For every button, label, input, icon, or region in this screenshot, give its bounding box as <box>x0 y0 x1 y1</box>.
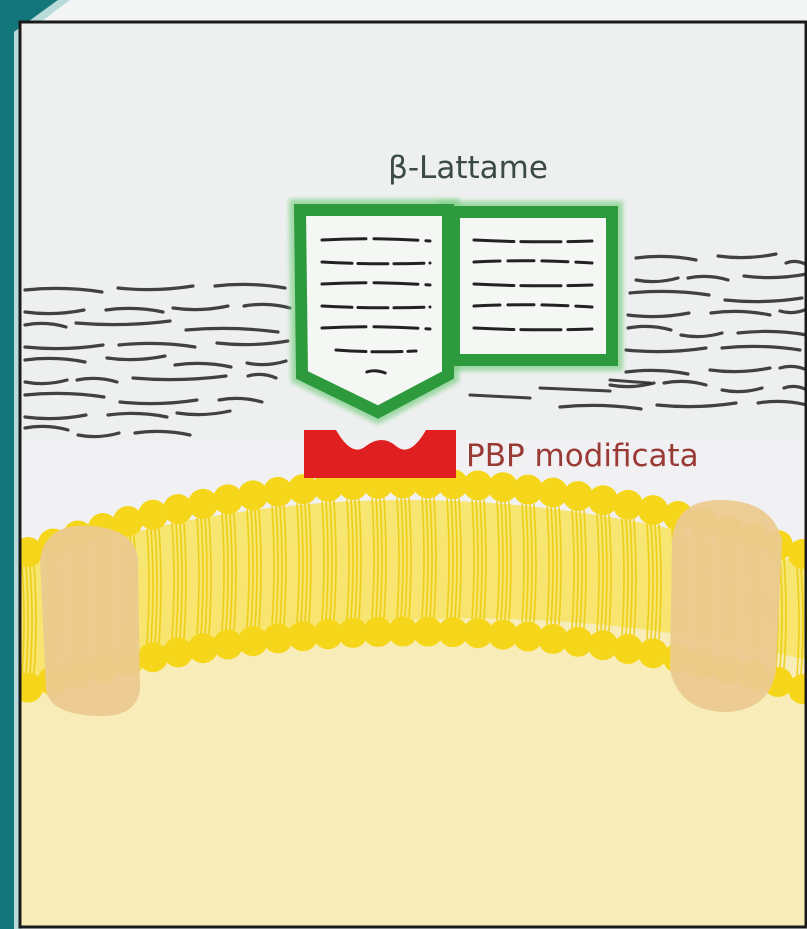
lipid-head <box>188 489 218 519</box>
lipid-head <box>163 494 193 524</box>
pbp-label: PBP modificata <box>466 438 699 474</box>
lipid-head <box>613 490 643 520</box>
lipid-head <box>613 634 643 664</box>
beta-lactam-label: β-Lattame <box>388 150 548 186</box>
lipid-head <box>563 481 593 511</box>
ring-hatch-line <box>474 284 592 286</box>
membrane-protein-right <box>670 500 782 712</box>
lipid-head <box>163 637 193 667</box>
lipid-head <box>638 638 668 668</box>
ring-hatch-line <box>322 306 430 308</box>
lipid-head <box>213 484 243 514</box>
lipid-head <box>138 500 168 530</box>
lipid-head <box>638 495 668 525</box>
diagram-frame-content: β-Lattame PBP modificata <box>13 22 807 929</box>
ring-hatch-line <box>474 240 592 242</box>
lipid-head <box>138 642 168 672</box>
lipid-head <box>588 485 618 515</box>
ring-hatch-line <box>474 328 592 330</box>
lipid-head <box>113 506 143 536</box>
membrane-protein-left <box>40 526 140 717</box>
ring-hatch-line <box>322 262 430 264</box>
